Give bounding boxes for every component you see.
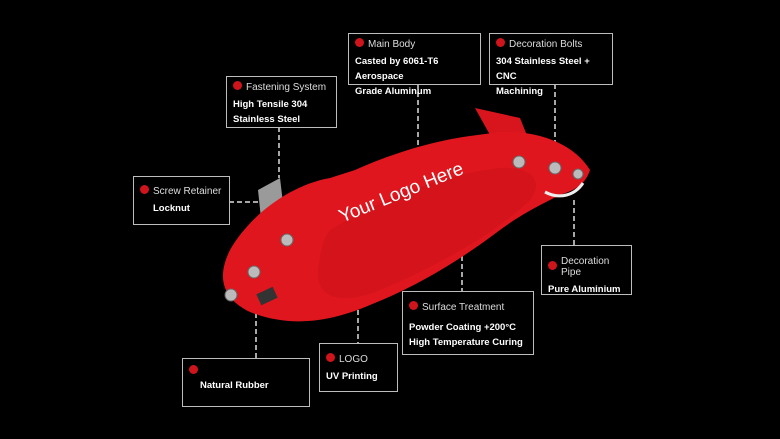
bolt: [224, 288, 238, 302]
callout-title: Fastening System: [246, 82, 327, 93]
callout-desc: Locknut: [153, 203, 190, 214]
decoration-pipe: [544, 182, 585, 198]
red-dot-icon: [355, 38, 364, 47]
callout-fastening-system: Fastening System High Tensile 304 Stainl…: [226, 76, 337, 128]
bolt: [280, 233, 294, 247]
callout-desc: Casted by 6061-T6 Aerospace: [355, 56, 439, 82]
callout-title: Decoration Bolts: [509, 39, 583, 50]
callout-desc: High Tensile 304: [233, 99, 308, 110]
callout-title: Screw Retainer: [153, 186, 222, 197]
caliper-face: [317, 167, 536, 299]
red-dot-icon: [409, 301, 418, 310]
red-dot-icon: [233, 81, 242, 90]
callout-desc: Grade Aluminum: [355, 86, 432, 97]
red-dot-icon: [548, 260, 557, 270]
bolt: [512, 155, 526, 169]
callout-desc: UV Printing: [326, 371, 378, 382]
callout-desc: 304 Stainless Steel + CNC: [496, 56, 590, 82]
callout-title: Surface Treatment: [422, 302, 505, 313]
red-dot-icon: [189, 365, 198, 374]
bolt: [548, 161, 562, 175]
red-dot-icon: [326, 353, 335, 362]
red-dot-icon: [140, 185, 149, 194]
callout-decoration-bolts: Decoration Bolts 304 Stainless Steel + C…: [489, 33, 613, 97]
callout-surface-treatment: Surface Treatment Powder Coating +200°C …: [402, 291, 534, 355]
callout-desc: Stainless Steel: [233, 114, 301, 125]
callout-main-body: Main Body Casted by 6061-T6 Aerospace Gr…: [348, 33, 481, 97]
bolts: [224, 155, 584, 302]
bolt: [572, 168, 584, 180]
callout-title: Main Body: [368, 39, 416, 50]
callout-title: Decoration Pipe: [561, 256, 610, 278]
bolt: [247, 265, 261, 279]
callout-desc: Powder Coating +200°C: [409, 322, 517, 333]
callout-desc: High Temperature Curing: [409, 337, 523, 348]
callout-logo: LOGO UV Printing: [319, 343, 398, 392]
callout-desc: Machining: [496, 86, 543, 97]
caliper-wing: [475, 108, 528, 138]
callout-decoration-pipe: Decoration Pipe Pure Aluminium: [541, 245, 632, 295]
callout-title: LOGO: [339, 354, 368, 365]
red-dot-icon: [496, 38, 505, 47]
callout-natural-rubber: Natural Rubber: [182, 358, 310, 407]
callout-desc: Natural Rubber: [200, 380, 269, 391]
callout-screw-retainer: Screw Retainer Locknut: [133, 176, 230, 225]
rubber-seal: [256, 286, 278, 306]
callout-desc: Pure Aluminium: [548, 284, 621, 295]
